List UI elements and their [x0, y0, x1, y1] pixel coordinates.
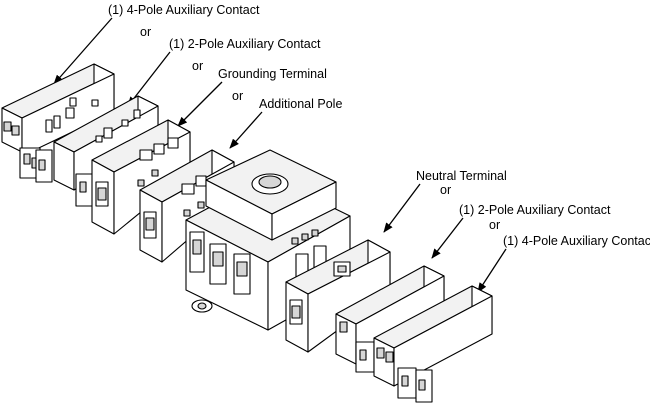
- label-left-2pole-aux: (1) 2-Pole Auxiliary Contact: [169, 37, 321, 51]
- label-right-4pole-aux: (1) 4-Pole Auxiliary Contact: [503, 234, 650, 248]
- label-neutral-terminal: Neutral Terminal: [416, 169, 507, 183]
- left-labels: (1) 4-Pole Auxiliary Contact or (1) 2-Po…: [108, 3, 342, 111]
- label-left-or-1: or: [140, 25, 151, 39]
- label-left-or-2: or: [192, 59, 203, 73]
- leader-arrows: [53, 17, 507, 293]
- arrow-left-2pole: [127, 51, 171, 107]
- main-switch-body: [185, 149, 351, 331]
- arrow-left-4pole: [53, 17, 113, 85]
- right-labels: Neutral Terminal or (1) 2-Pole Auxiliary…: [416, 169, 650, 248]
- label-additional-pole: Additional Pole: [259, 97, 342, 111]
- label-left-or-3: or: [232, 89, 243, 103]
- right-4pole-aux-module: [373, 285, 493, 403]
- label-right-or-2: or: [489, 218, 500, 232]
- arrow-right-4pole: [477, 248, 507, 293]
- label-right-2pole-aux: (1) 2-Pole Auxiliary Contact: [459, 203, 611, 217]
- arrow-additional-pole: [229, 111, 263, 149]
- label-right-or-1: or: [440, 183, 451, 197]
- label-grounding-terminal: Grounding Terminal: [218, 67, 327, 81]
- arrow-grounding: [177, 81, 223, 127]
- arrow-neutral: [383, 183, 421, 233]
- label-left-4pole-aux: (1) 4-Pole Auxiliary Contact: [108, 3, 260, 17]
- arrow-right-2pole: [431, 217, 464, 259]
